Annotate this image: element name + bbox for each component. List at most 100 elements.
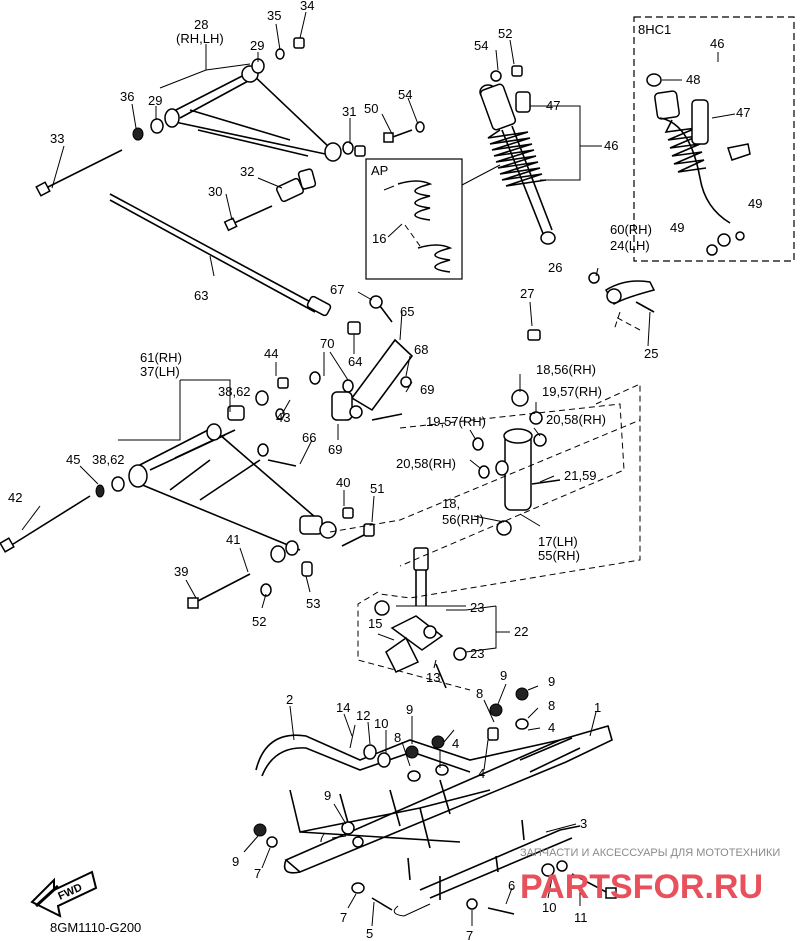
callout: 38,62 xyxy=(218,384,251,399)
callout: 63 xyxy=(194,288,208,303)
callout: 55(RH) xyxy=(538,548,580,563)
callout-labels: 28 (RH,LH) 35 34 29 29 36 33 30 32 31 50… xyxy=(8,0,658,941)
callout: 40 xyxy=(336,475,350,490)
callout: 31 xyxy=(342,104,356,119)
inset-label-46: 46 xyxy=(710,36,724,51)
callout: 45 xyxy=(66,452,80,467)
callout: 8 xyxy=(394,730,401,745)
callout: 7 xyxy=(466,928,473,941)
callout: 6 xyxy=(508,878,515,893)
inset-8hc1: 8HC1 46 48 47 49 49 xyxy=(633,16,795,262)
callout: 12 xyxy=(356,708,370,723)
leader-lines xyxy=(21,11,651,927)
callout: 4 xyxy=(452,736,459,751)
callout: 65 xyxy=(400,304,414,319)
rear-arm-group xyxy=(0,295,414,609)
callout: 32 xyxy=(240,164,254,179)
callout: 34 xyxy=(300,0,314,13)
callout: 56(RH) xyxy=(442,512,484,527)
callout: (RH,LH) xyxy=(176,31,224,46)
callout: 11 xyxy=(574,910,588,925)
callout: 8 xyxy=(548,698,555,713)
callout: 14 xyxy=(336,700,350,715)
callout: 28 xyxy=(194,17,208,32)
upper-arm-group xyxy=(35,37,425,317)
callout: 61(RH) xyxy=(140,350,182,365)
watermark-logo-text: PARTSFOR.RU xyxy=(520,868,763,906)
callout: 3 xyxy=(580,816,587,831)
callout: 1 xyxy=(594,700,601,715)
callout: 43 xyxy=(276,410,290,425)
callout: 52 xyxy=(252,614,266,629)
callout: 52 xyxy=(498,26,512,41)
callout: 4 xyxy=(548,720,555,735)
callout: 10 xyxy=(542,900,556,915)
callout: 20,58(RH) xyxy=(546,412,606,427)
callout: 9 xyxy=(232,854,239,869)
callout: 38,62 xyxy=(92,452,125,467)
callout: 26 xyxy=(548,260,562,275)
callout: 18, xyxy=(442,496,460,511)
callout: 9 xyxy=(406,702,413,717)
callout: 33 xyxy=(50,131,64,146)
callout: 27 xyxy=(520,286,534,301)
callout: 9 xyxy=(324,788,331,803)
callout: 18,56(RH) xyxy=(536,362,596,377)
callout: 9 xyxy=(500,668,507,683)
callout: 29 xyxy=(250,38,264,53)
callout: 70 xyxy=(320,336,334,351)
inset-ap-title: AP xyxy=(371,163,388,178)
callout: 54 xyxy=(398,87,412,102)
callout: 68 xyxy=(414,342,428,357)
inset-label-47: 47 xyxy=(736,105,750,120)
callout: 23 xyxy=(470,646,484,661)
callout: 2 xyxy=(286,692,293,707)
inset-label-48: 48 xyxy=(686,72,700,87)
inset-label-49b: 49 xyxy=(748,196,762,211)
callout: 20,58(RH) xyxy=(396,456,456,471)
callout: 54 xyxy=(474,38,488,53)
callout: 66 xyxy=(302,430,316,445)
callout: 8 xyxy=(476,686,483,701)
callout: 19,57(RH) xyxy=(542,384,602,399)
callout: 69 xyxy=(328,442,342,457)
callout: 51 xyxy=(370,481,384,496)
callout: 53 xyxy=(306,596,320,611)
callout: 50 xyxy=(364,101,378,116)
callout: 46 xyxy=(604,138,618,153)
callout: 4 xyxy=(478,766,485,781)
callout: 67 xyxy=(330,282,344,297)
callout: 7 xyxy=(340,910,347,925)
callout: 7 xyxy=(318,830,325,845)
callout: 25 xyxy=(644,346,658,361)
inset-label-49a: 49 xyxy=(670,220,684,235)
ski-frame xyxy=(253,687,617,917)
callout: 21,59 xyxy=(564,468,597,483)
callout: 35 xyxy=(267,8,281,23)
callout: 69 xyxy=(420,382,434,397)
dashed-guides xyxy=(329,311,641,691)
callout: 24(LH) xyxy=(610,238,650,253)
inset-ap: AP 16 xyxy=(365,158,501,280)
front-arm-group xyxy=(374,272,656,689)
callout: 30 xyxy=(208,184,222,199)
callout: 13 xyxy=(426,670,440,685)
callout: 64 xyxy=(348,354,362,369)
fwd-arrow-icon: FWD xyxy=(30,870,98,918)
diagram-code: 8GM1110-G200 xyxy=(50,920,141,935)
callout: 5 xyxy=(366,926,373,941)
callout: 42 xyxy=(8,490,22,505)
shock-absorber xyxy=(479,65,556,245)
callout: 10 xyxy=(374,716,388,731)
callout: 15 xyxy=(368,616,382,631)
inset-8hc1-title: 8HC1 xyxy=(638,22,671,37)
callout: 29 xyxy=(148,93,162,108)
callout: 7 xyxy=(254,866,261,881)
watermark-tagline: ЗАПЧАСТИ И АКСЕССУАРЫ ДЛЯ МОТОТЕХНИКИ xyxy=(520,847,780,859)
callout: 44 xyxy=(264,346,278,361)
watermark: ЗАПЧАСТИ И АКСЕССУАРЫ ДЛЯ МОТОТЕХНИКИ PA… xyxy=(520,847,780,906)
callout: 23 xyxy=(470,600,484,615)
callout: 22 xyxy=(514,624,528,639)
callout: 19,57(RH) xyxy=(426,414,486,429)
